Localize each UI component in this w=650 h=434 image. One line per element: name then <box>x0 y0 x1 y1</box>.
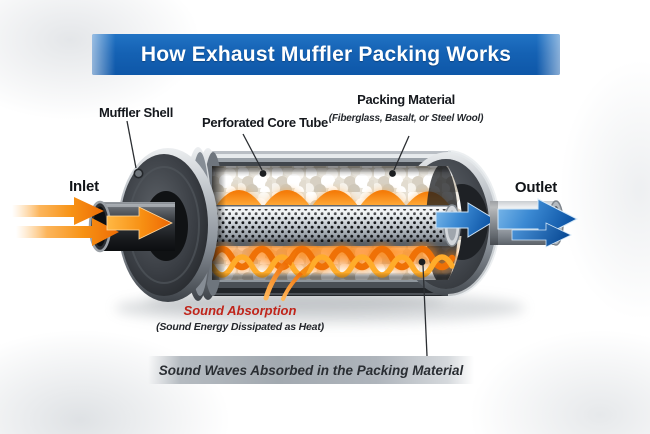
label-inlet: Inlet <box>69 178 99 195</box>
footer-caption-bar: Sound Waves Absorbed in the Packing Mate… <box>148 356 474 384</box>
label-muffler-shell: Muffler Shell <box>98 105 174 120</box>
label-outlet: Outlet <box>514 179 558 196</box>
muffler-shadow <box>115 292 525 324</box>
perforated-core-tube-body <box>212 204 461 247</box>
footer-caption: Sound Waves Absorbed in the Packing Mate… <box>158 362 464 378</box>
outlet-arrows <box>497 198 579 248</box>
page-title: How Exhaust Muffler Packing Works <box>140 42 512 66</box>
sound-wave-humps-top <box>216 190 450 206</box>
packing-callout-dot <box>389 170 396 177</box>
interior-left-shadow <box>212 166 226 280</box>
outlet-arrow-inner <box>435 202 497 238</box>
inlet-arrows <box>12 197 173 246</box>
callout-lines <box>126 120 428 357</box>
title-banner: How Exhaust Muffler Packing Works <box>92 34 560 75</box>
label-packing-material-sub: (Fiberglass, Basalt, or Steel Wool) <box>328 113 484 124</box>
core-tube-callout-dot <box>259 170 267 177</box>
sound-absorption-arrows <box>263 249 312 301</box>
muffler-shell-callout-ring <box>133 168 144 179</box>
cutaway-interior <box>212 166 462 280</box>
label-perforated-core-tube: Perforated Core Tube <box>202 115 328 130</box>
label-sound-absorption-sub: (Sound Energy Dissipated as Heat) <box>156 321 324 333</box>
sound-waves-bottom <box>212 242 459 278</box>
label-packing-material: Packing Material <box>357 92 455 107</box>
absorbed-callout-dot <box>418 258 426 266</box>
label-sound-absorption: Sound Absorption <box>183 303 297 318</box>
